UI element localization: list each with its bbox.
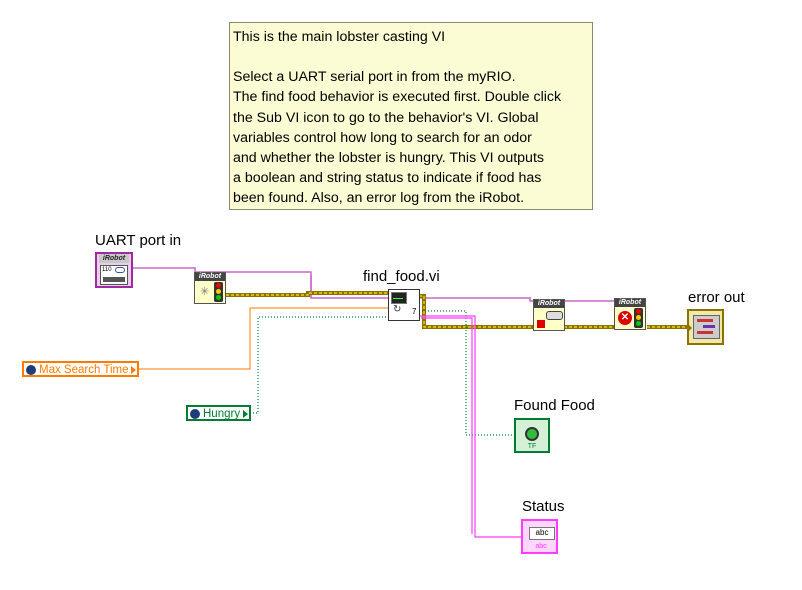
comment-line-2: The find food behavior is executed first…	[233, 89, 562, 106]
comment-line-6: a boolean and string status to indicate …	[233, 170, 542, 187]
hungry-wire[interactable]	[250, 316, 388, 414]
globe-icon	[26, 365, 36, 375]
found-food-label: Found Food	[514, 397, 595, 414]
flow-arrow-icon: ↻	[393, 304, 402, 315]
traffic-light-icon	[634, 308, 643, 328]
uart-code-text: 110	[102, 267, 112, 273]
comment-line-3: the Sub VI icon to go to the behavior's …	[233, 109, 539, 126]
irobot-start-vi[interactable]: iRobot ✳	[194, 272, 226, 304]
irobot-command-vi[interactable]: iRobot	[533, 299, 565, 331]
subvi-terminal-number: 7	[412, 307, 417, 316]
key-icon	[546, 311, 563, 320]
comment-title: This is the main lobster casting VI	[233, 29, 446, 45]
status-label: Status	[522, 498, 565, 515]
max-search-time-wire[interactable]	[137, 307, 388, 370]
status-indicator[interactable]: abc abc	[521, 519, 558, 554]
max-search-time-global[interactable]: Max Search Time	[22, 361, 140, 377]
comment-line-4: variables control how long to search for…	[233, 129, 532, 146]
traffic-light-icon	[214, 282, 223, 302]
found-food-wire[interactable]	[419, 310, 515, 436]
found-food-indicator[interactable]: TF	[514, 418, 550, 453]
comment-line-7: been found. Also, an error log from the …	[233, 190, 525, 207]
vi-description-comment: This is the main lobster casting VI Sele…	[229, 22, 593, 210]
error-out-label: error out	[688, 289, 745, 306]
irobot-logo: iRobot	[534, 300, 564, 308]
irobot-logo: iRobot	[195, 273, 225, 281]
led-icon	[525, 427, 539, 441]
max-search-time-text: Max Search Time	[39, 364, 129, 376]
string-type-text: abc	[535, 543, 547, 550]
indicator-arrow-icon	[687, 323, 692, 333]
stop-square-icon	[537, 320, 545, 328]
error-out-indicator[interactable]	[687, 309, 724, 345]
hungry-global[interactable]: Hungry	[186, 405, 252, 421]
uart-port-label: UART port in	[95, 232, 182, 249]
bool-tf-text: TF	[527, 443, 537, 450]
irobot-logo: iRobot	[99, 254, 129, 263]
close-x-icon: ✕	[618, 311, 632, 325]
comment-line-1: Select a UART serial port in from the my…	[233, 69, 516, 86]
terminal-arrow-icon	[131, 366, 137, 374]
find-food-label: find_food.vi	[363, 268, 440, 285]
start-star-icon: ✳	[200, 286, 210, 298]
error-cluster-wire[interactable]	[226, 291, 690, 329]
globe-icon	[190, 409, 200, 419]
comment-line-5: and whether the lobster is hungry. This …	[233, 150, 544, 167]
serial-port-icon: 110	[100, 265, 128, 285]
string-glyph-text: abc	[529, 527, 555, 540]
terminal-arrow-icon	[243, 410, 249, 418]
scope-icon	[391, 292, 407, 304]
status-string-wire[interactable]	[419, 315, 522, 538]
hungry-text: Hungry	[203, 408, 241, 420]
irobot-close-vi[interactable]: iRobot ✕	[614, 298, 646, 330]
find-food-subvi[interactable]: ↻ 7	[388, 289, 420, 321]
irobot-logo: iRobot	[615, 299, 645, 307]
cluster-icon	[693, 315, 720, 339]
uart-port-control[interactable]: iRobot 110	[95, 252, 133, 288]
